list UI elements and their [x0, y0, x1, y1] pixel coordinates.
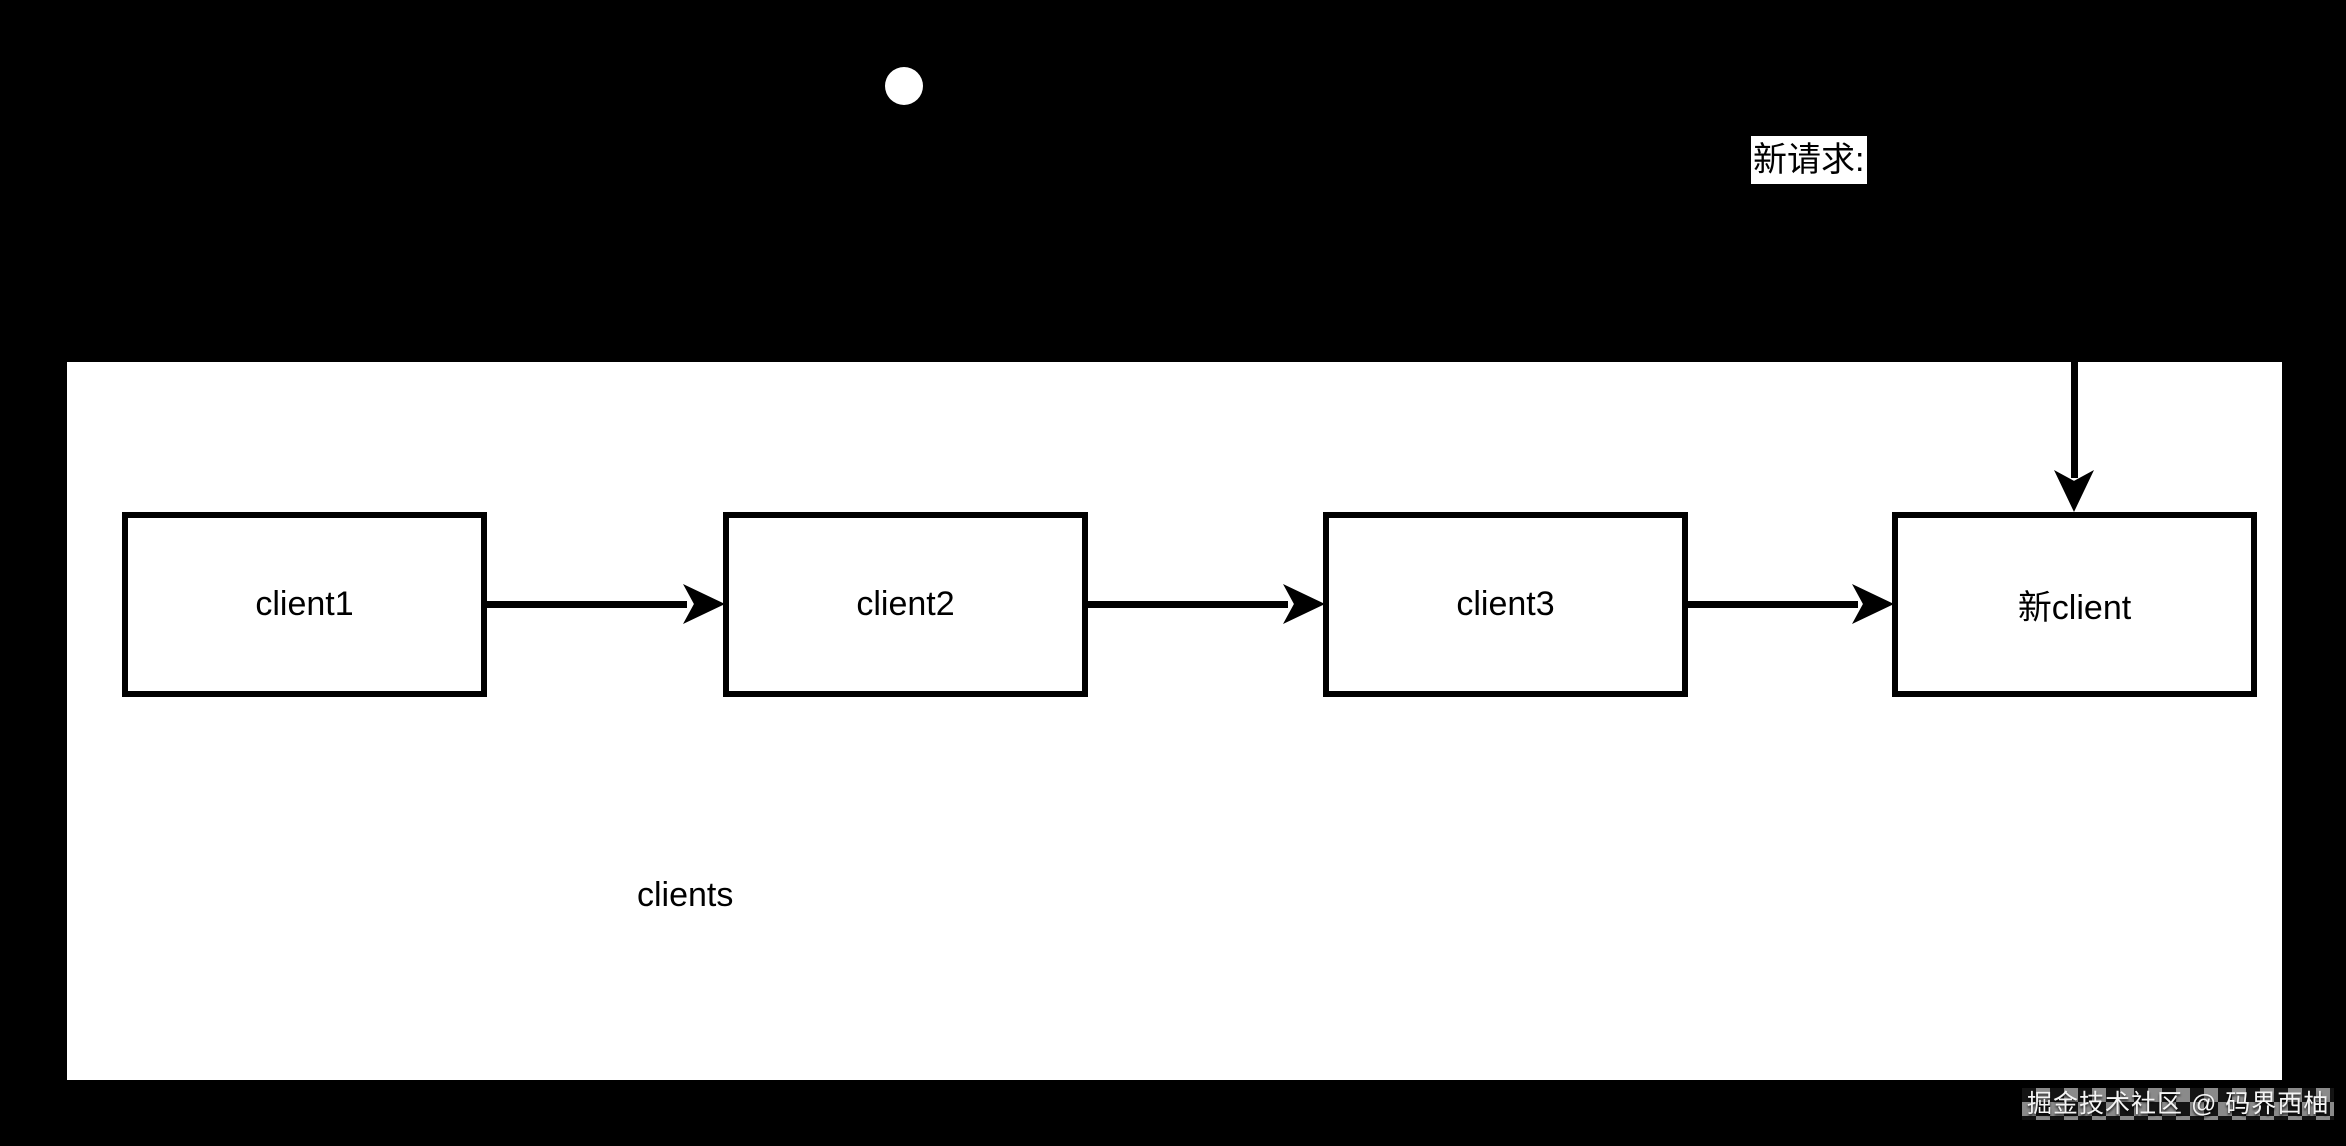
new-request-label: 新请求:	[1751, 136, 1867, 184]
node-client3: client3	[1323, 512, 1688, 697]
arrow-client3-newclient-head-icon	[1852, 584, 1894, 624]
node-client1: client1	[122, 512, 487, 697]
arrow-newrequest-newclient-shaft	[2071, 362, 2078, 478]
arrow-client1-client2-shaft	[487, 601, 687, 608]
node-client3-label: client3	[1456, 585, 1555, 623]
arrow-client2-client3-shaft	[1088, 601, 1288, 608]
diagram-canvas: client1 client2 client3 新client clients	[67, 362, 2282, 1080]
node-client1-label: client1	[255, 585, 354, 623]
arrow-client2-client3-head-icon	[1283, 584, 1325, 624]
arrow-client3-newclient-shaft	[1688, 601, 1858, 608]
node-new-client: 新client	[1892, 512, 2257, 697]
watermark: 掘金技术社区 @ 码界西柚	[2022, 1088, 2335, 1120]
node-new-client-label: 新client	[2017, 589, 2132, 627]
node-client2-label: client2	[856, 585, 955, 623]
white-dot	[885, 67, 923, 105]
node-client2: client2	[723, 512, 1088, 697]
canvas-caption: clients	[637, 876, 734, 914]
arrow-client1-client2-head-icon	[683, 584, 725, 624]
